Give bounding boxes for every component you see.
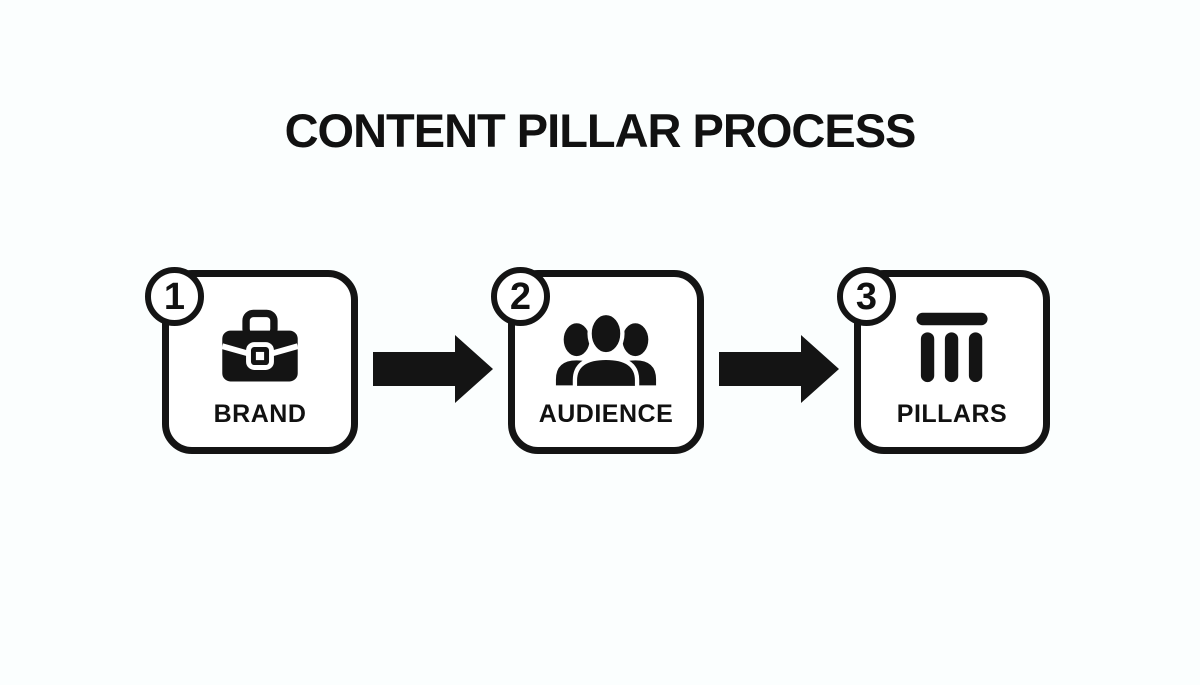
arrow-right-icon (719, 335, 839, 403)
audience-icon (554, 307, 658, 388)
step-number-badge: 3 (837, 267, 896, 326)
step-audience: 2 AUDIENCE (491, 267, 704, 454)
step-label-brand: BRAND (213, 400, 307, 428)
process-flow: 1 BRAND 2 (145, 267, 1050, 454)
briefcase-icon (219, 307, 301, 387)
step-number-badge: 2 (491, 267, 550, 326)
step-brand: 1 BRAND (145, 267, 358, 454)
step-pillars: 3 PILLARS (837, 267, 1050, 454)
page-title: CONTENT PILLAR PROCESS (284, 104, 917, 157)
step-label-pillars: PILLARS (896, 400, 1008, 428)
pillars-icon (912, 307, 992, 387)
step-number: 2 (509, 275, 532, 318)
step-number: 3 (855, 275, 878, 318)
step-number: 1 (163, 275, 186, 318)
arrow-right-icon (373, 335, 493, 403)
step-label-audience: AUDIENCE (538, 400, 674, 428)
step-number-badge: 1 (145, 267, 204, 326)
